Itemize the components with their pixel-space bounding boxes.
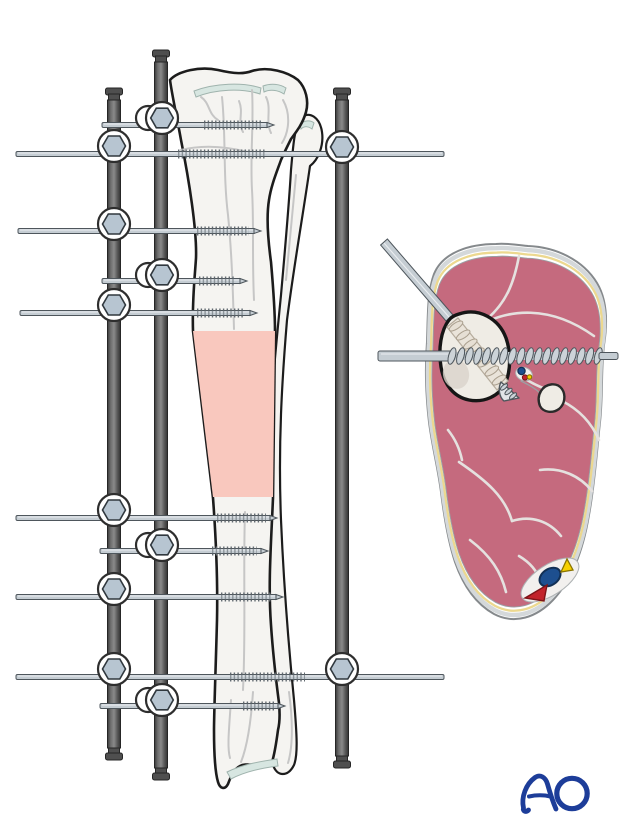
carbon-rod-right [333,87,351,769]
logo-letter-a [520,773,559,814]
pin-to-rod-clamp [96,651,132,687]
transfixing-pin-cross-section [377,347,619,365]
pin-thread-teeth [447,347,603,365]
pin-to-rod-clamp [96,128,132,164]
bone-shadow [442,359,470,389]
distal-tibia-cartilage [226,758,279,780]
logo-letter-a-crossbar [527,793,553,799]
half-pin-proximal-4 [19,308,259,318]
tibial-plateau-cartilage-lateral [262,83,287,95]
fibula-head-cartilage [299,120,315,131]
half-pin-distal-4 [99,701,287,711]
fibula-bone [265,113,324,776]
tibial-nerve [559,557,575,573]
fixator-clamps [96,100,360,718]
anterior-neurovascular-bundle [515,366,533,382]
half-pin-distal-3 [15,592,285,602]
bone-contour-lines [180,89,297,764]
pin-to-rod-clamp [96,492,132,528]
fixator-rods [105,49,351,781]
half-pin-proximal-1 [101,120,276,130]
leg-cross-section-inset [377,238,619,621]
deep-peroneal-nerve [526,374,533,380]
pin-to-rod-clamp [96,206,132,242]
logo-letter-o [554,775,590,812]
posterior-neurovascular-bundle [520,557,580,603]
ao-logo [520,773,590,814]
anterior-tibial-vein [517,366,526,376]
double-pin-to-rod-clamp [134,100,180,136]
pin-to-rod-clamp [324,129,360,165]
carbon-rod-middle [152,49,170,781]
posterior-tibial-vein [538,566,562,588]
double-pin-to-rod-clamp [134,682,180,718]
screw-tip-threads [499,383,518,400]
half-pin-distal-1 [15,513,279,523]
pin-to-rod-clamp [96,287,132,323]
double-pin-to-rod-clamp [134,527,180,563]
double-pin-to-rod-clamp [134,257,180,293]
pin-to-rod-clamp [324,651,360,687]
fracture-zone-highlight [193,331,275,497]
transfixing-pin-proximal [15,149,445,159]
half-pin-distal-2 [99,546,270,556]
posterior-tibial-artery [522,583,548,602]
tibia-fibula-ap-view [168,67,324,790]
pin-to-rod-clamp [96,571,132,607]
half-pin-proximal-2 [17,226,263,236]
transfixing-pin-distal [15,672,445,682]
tibial-plateau-cartilage [193,83,262,98]
fibula-cross-section [537,383,566,414]
